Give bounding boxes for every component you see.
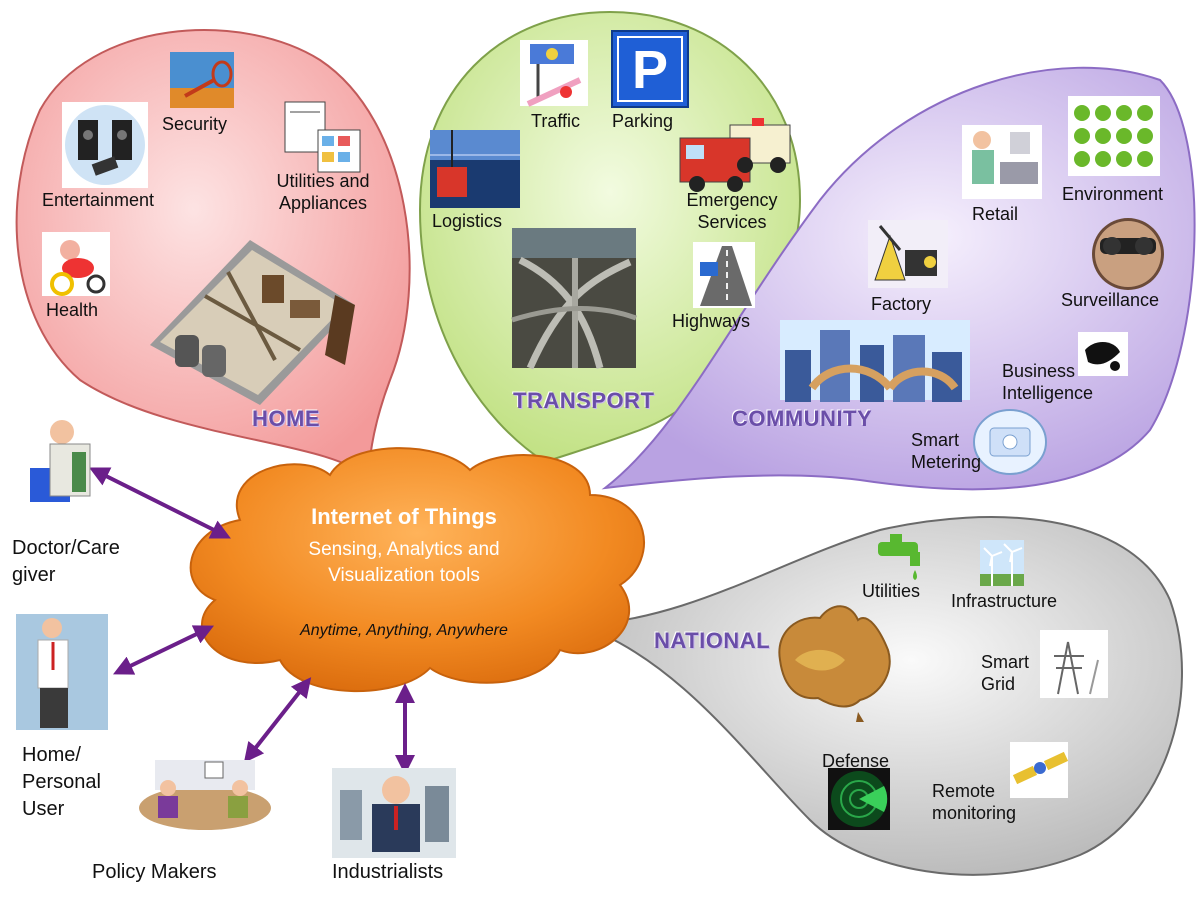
label-factory: Factory (871, 294, 932, 314)
wind-turbines-icon (980, 540, 1024, 586)
traffic-icon (520, 40, 588, 107)
water-tap-icon (878, 534, 920, 580)
label-security: Security (162, 114, 228, 134)
label-smart-metering: Smart Metering (911, 430, 982, 472)
australia-map-icon (778, 605, 891, 722)
home-user-icon (16, 614, 108, 730)
doctor-icon (30, 420, 91, 502)
label-policy-makers: Policy Makers (92, 861, 217, 883)
label-parking: Parking (612, 111, 674, 131)
hub-tagline: Anytime, Anything, Anywhere (300, 622, 508, 639)
power-grid-icon (1040, 630, 1108, 698)
label-environment: Environment (1062, 184, 1164, 204)
section-community-label: COMMUNITY (732, 406, 873, 431)
security-icon (170, 52, 234, 108)
smart-metering-icon (973, 409, 1047, 475)
industrialists-icon (332, 768, 456, 858)
community-buildings-image (780, 320, 970, 402)
entertainment-icon (62, 102, 148, 188)
emergency-vehicles-icon (679, 118, 791, 192)
iot-cloud (189, 447, 645, 692)
label-traffic: Traffic (531, 111, 581, 131)
label-defense: Defense (822, 751, 890, 771)
section-transport-label: TRANSPORT (513, 388, 655, 413)
health-icon (42, 232, 110, 296)
business-intelligence-icon (1078, 332, 1128, 376)
label-business-intelligence: Business Intelligence (1002, 361, 1094, 403)
environment-icon (1068, 96, 1160, 176)
section-national-label: NATIONAL (654, 628, 771, 653)
label-retail: Retail (972, 204, 1019, 224)
policy-makers-icon (139, 760, 271, 830)
radar-icon (828, 768, 890, 830)
hub-subtitle: Sensing, Analytics and Visualization too… (308, 539, 500, 586)
satellite-icon (1010, 742, 1069, 798)
retail-icon (962, 125, 1042, 199)
label-logistics: Logistics (432, 211, 503, 231)
appliances-icon (284, 101, 361, 173)
label-doctor: Doctor/Care giver (12, 537, 120, 586)
label-home-user: Home/ Personal User (22, 744, 101, 820)
label-infrastructure: Infrastructure (951, 591, 1058, 611)
hub-title: Internet of Things (311, 504, 497, 529)
logistics-icon (430, 130, 520, 208)
label-surveillance: Surveillance (1061, 290, 1160, 310)
label-industrialists: Industrialists (332, 861, 444, 883)
arrow-doctor (89, 467, 231, 539)
label-health: Health (46, 300, 99, 320)
parking-sign: P (611, 30, 689, 108)
house-floorplan-image (150, 240, 355, 405)
label-utilities-appliances: Utilities and Appliances (276, 171, 370, 213)
factory-icon (868, 220, 948, 288)
label-remote-monitoring: Remote monitoring (932, 781, 1017, 823)
label-emergency-services: Emergency Services (686, 190, 778, 232)
label-national-utilities: Utilities (862, 581, 921, 601)
label-highways: Highways (672, 311, 751, 331)
arrow-policy (243, 677, 312, 763)
label-smart-grid: Smart Grid (981, 652, 1030, 694)
highways-icon (693, 242, 755, 308)
highway-interchange-image (511, 228, 637, 370)
arrow-home-user (112, 625, 215, 675)
label-entertainment: Entertainment (42, 190, 155, 210)
surveillance-icon (1092, 218, 1164, 290)
parking-letter: P (632, 40, 668, 100)
section-home-label: HOME (252, 406, 320, 431)
